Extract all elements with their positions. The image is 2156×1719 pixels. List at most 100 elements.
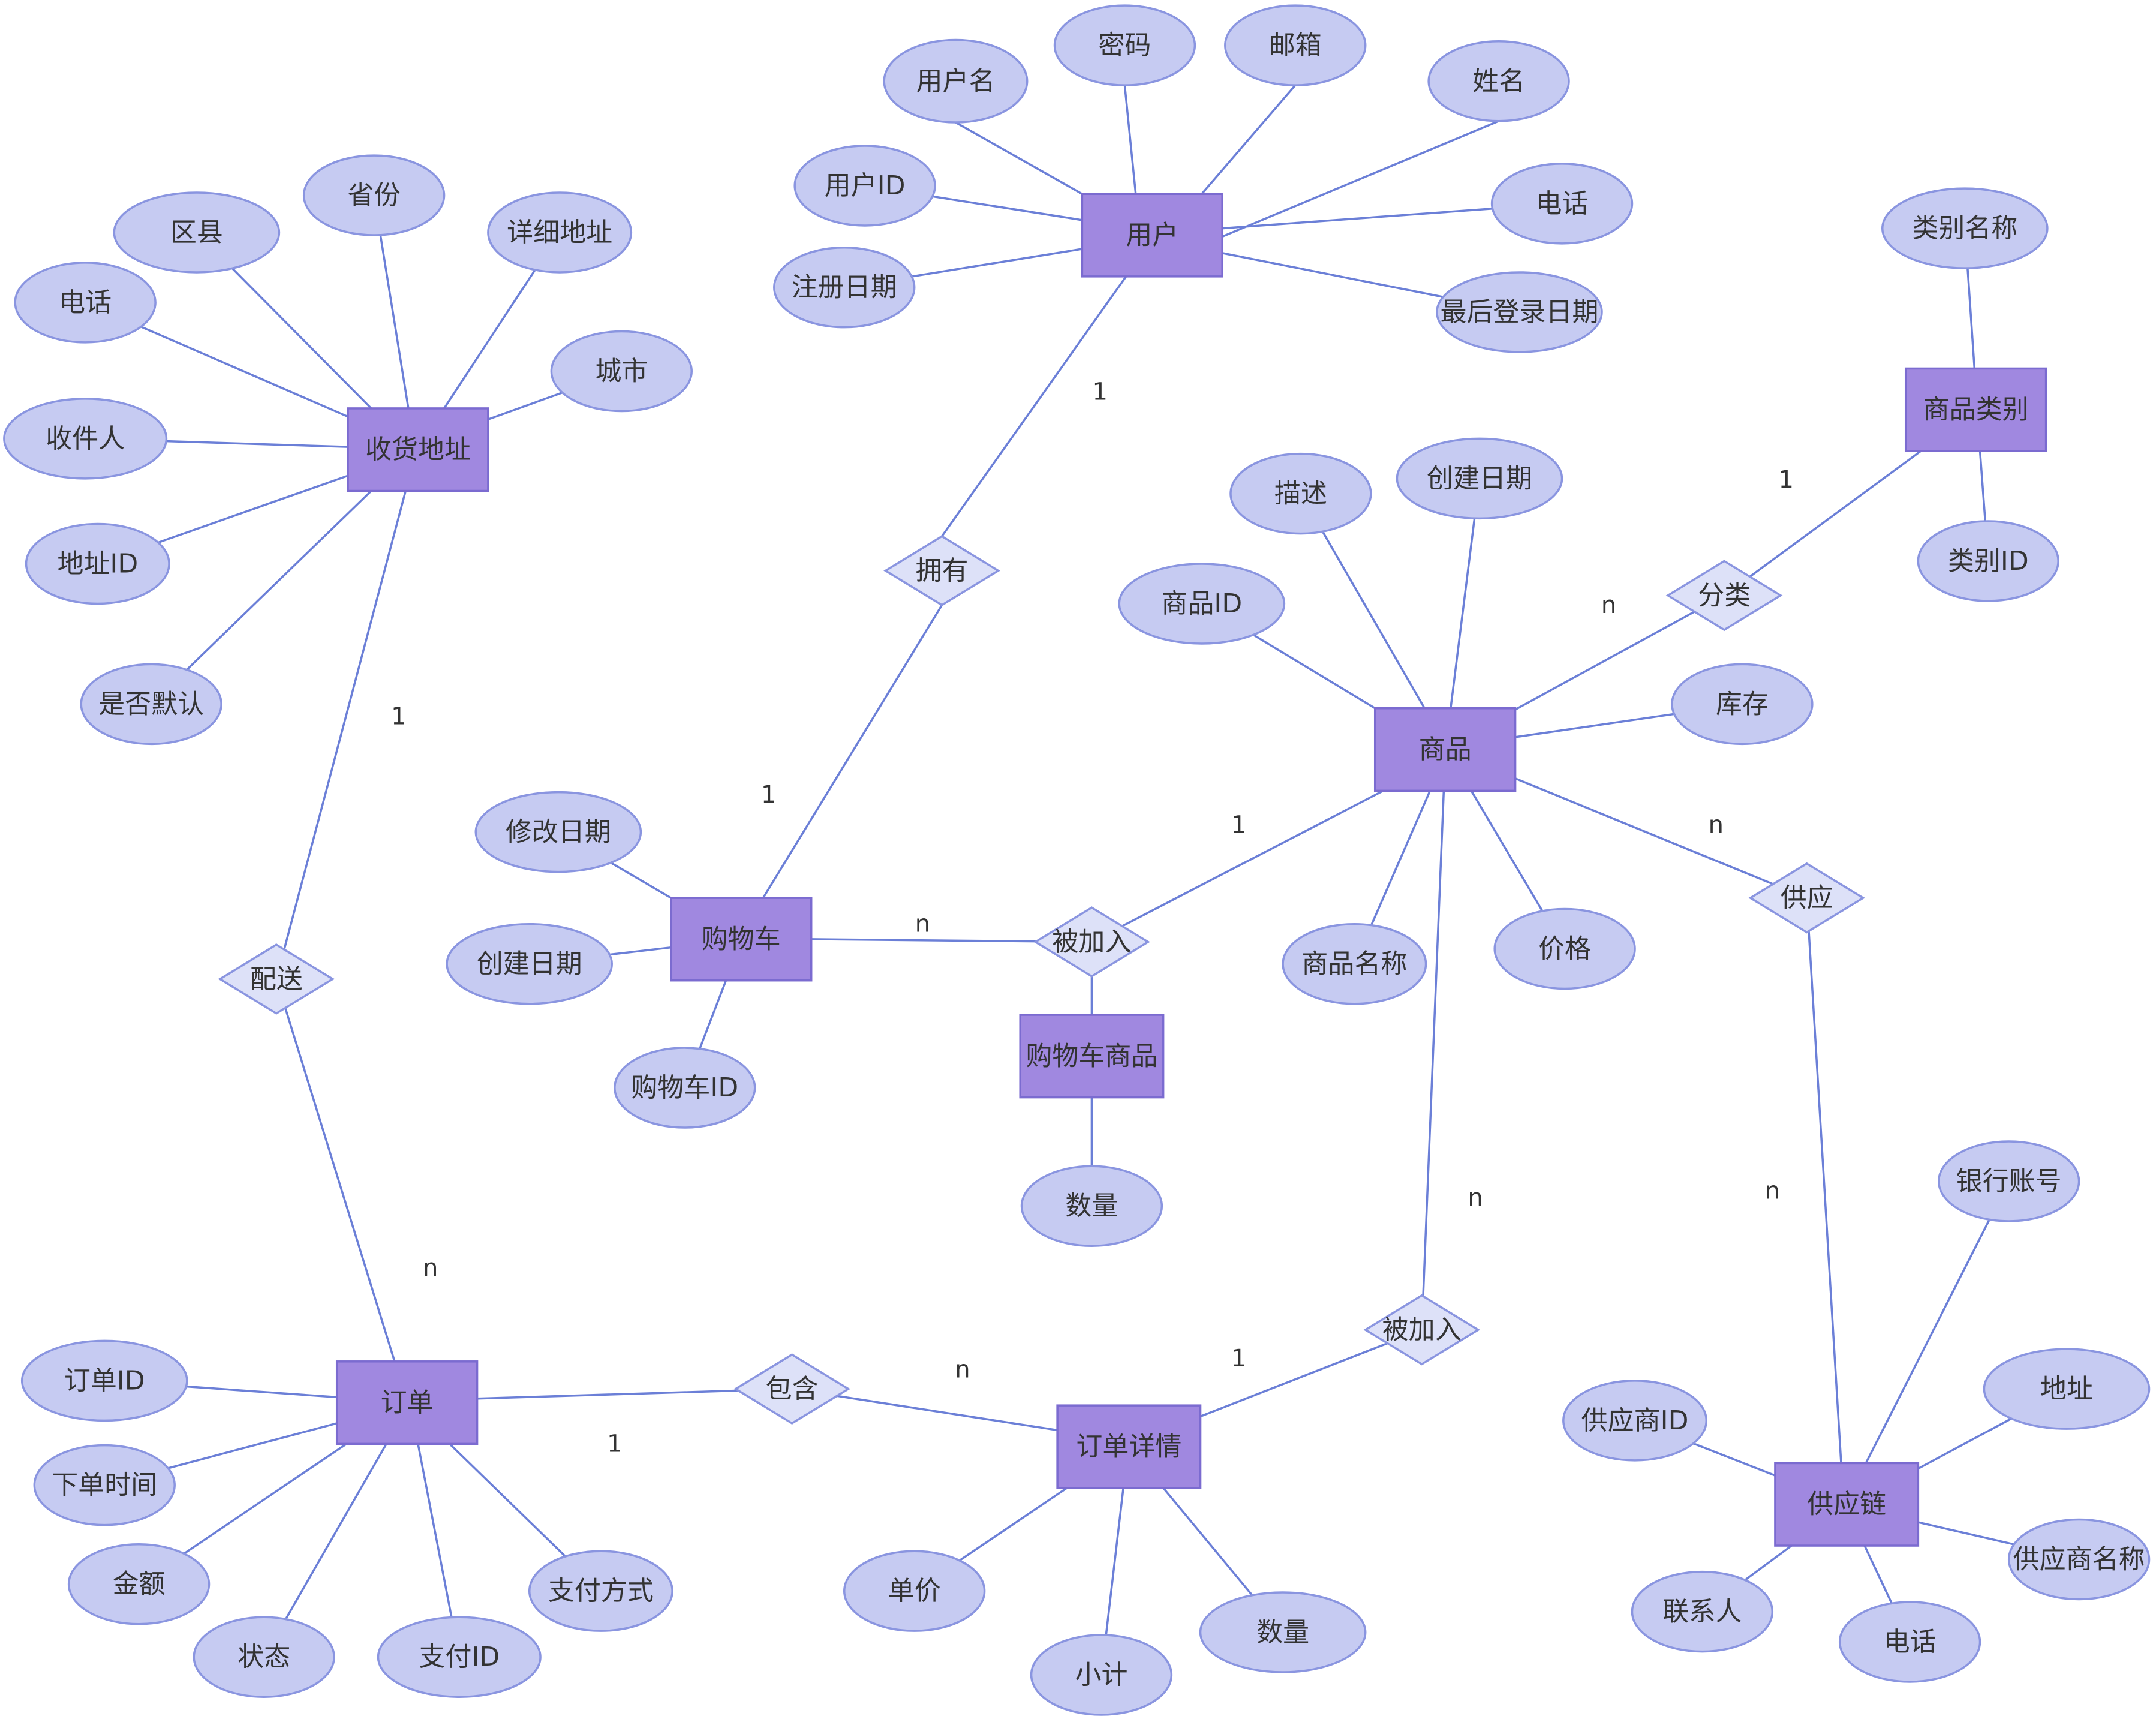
attribute-label: 银行账号 [1956, 1166, 2062, 1197]
attribute-p-desc[interactable]: 描述 [1229, 452, 1372, 535]
attribute-a-recv[interactable]: 收件人 [3, 398, 168, 480]
attribute-ellipse [2007, 1518, 2151, 1601]
attribute-ci-qty[interactable]: 数量 [1020, 1165, 1163, 1247]
attribute-a-phone[interactable]: 电话 [14, 262, 157, 344]
attribute-p-created[interactable]: 创建日期 [1396, 437, 1563, 520]
attribute-u-last[interactable]: 最后登录日期 [1436, 271, 1603, 353]
attribute-label: 库存 [1716, 689, 1769, 719]
attribute-ellipse [1224, 4, 1367, 86]
attribute-u-phone[interactable]: 电话 [1490, 163, 1634, 245]
attribute-s-contact[interactable]: 联系人 [1631, 1570, 1774, 1653]
attribute-a-district[interactable]: 区县 [113, 191, 281, 274]
attribute-s-addr[interactable]: 地址 [1983, 1348, 2151, 1430]
attribute-label: 注册日期 [792, 272, 897, 303]
connector-line [941, 275, 1127, 537]
cardinality-k-order-contain: 1 [607, 1430, 622, 1457]
attribute-a-id[interactable]: 地址ID [25, 522, 170, 605]
relationship-label: 被加入 [1052, 927, 1131, 957]
attribute-label: 商品名称 [1301, 949, 1407, 979]
entity-product[interactable]: 商品 [1373, 707, 1517, 792]
entity-user[interactable]: 用户 [1081, 193, 1223, 278]
entity-label: 收货地址 [365, 434, 471, 465]
attribute-u-mail[interactable]: 邮箱 [1224, 4, 1367, 86]
attribute-od-qty[interactable]: 数量 [1199, 1591, 1367, 1673]
attribute-o-amount[interactable]: 金额 [67, 1543, 211, 1625]
relationship-r-contain[interactable]: 包含 [733, 1353, 850, 1425]
attribute-u-real[interactable]: 姓名 [1427, 40, 1570, 122]
attribute-ellipse [1199, 1591, 1367, 1673]
attribute-o-id[interactable]: 订单ID [20, 1339, 188, 1422]
attribute-p-price[interactable]: 价格 [1493, 907, 1636, 990]
attribute-ellipse [1053, 4, 1196, 86]
attribute-o-time[interactable]: 下单时间 [33, 1444, 176, 1526]
attribute-ellipse [302, 154, 446, 236]
attribute-u-name[interactable]: 用户名 [883, 38, 1029, 124]
attribute-u-id[interactable]: 用户ID [793, 145, 936, 227]
entity-label: 供应链 [1807, 1489, 1886, 1520]
attribute-ellipse [1838, 1601, 1981, 1683]
cardinality-k-cat-classify: 1 [1779, 466, 1794, 494]
attribute-label: 用户ID [825, 170, 906, 201]
entity-cart[interactable]: 购物车 [670, 897, 813, 982]
attribute-label: 用户名 [916, 66, 995, 97]
attribute-od-price[interactable]: 单价 [843, 1550, 986, 1632]
attribute-label: 单价 [888, 1576, 941, 1606]
entity-order-detail[interactable]: 订单详情 [1056, 1404, 1202, 1489]
attribute-ca-id[interactable]: 购物车ID [614, 1047, 756, 1129]
entity-order[interactable]: 订单 [335, 1360, 479, 1445]
relationship-label: 供应 [1781, 883, 1833, 913]
attribute-o-status[interactable]: 状态 [193, 1616, 335, 1698]
attribute-ca-mod[interactable]: 修改日期 [474, 791, 642, 873]
attribute-ellipse [193, 1616, 335, 1698]
relationship-label: 包含 [766, 1374, 819, 1404]
relationship-r-own[interactable]: 拥有 [883, 535, 1000, 606]
cardinality-k-cart-own: 1 [761, 781, 776, 809]
attribute-label: 密码 [1098, 30, 1151, 61]
attribute-a-city[interactable]: 城市 [550, 330, 693, 413]
cardinality-k-detail-detailadd: 1 [1231, 1345, 1246, 1372]
connector-line [1201, 85, 1297, 195]
relationship-r-classify[interactable]: 分类 [1665, 560, 1783, 632]
attribute-p-id[interactable]: 商品ID [1118, 563, 1286, 645]
attribute-o-paymethod[interactable]: 支付方式 [528, 1550, 673, 1632]
attribute-a-default[interactable]: 是否默认 [80, 663, 222, 746]
attribute-label: 区县 [170, 217, 223, 248]
attribute-s-name[interactable]: 供应商名称 [2007, 1518, 2151, 1601]
relationship-r-deliver[interactable]: 配送 [218, 943, 335, 1015]
attribute-a-prov[interactable]: 省份 [302, 154, 446, 236]
attribute-c-name[interactable]: 类别名称 [1881, 187, 2049, 269]
entity-category[interactable]: 商品类别 [1904, 367, 2047, 452]
attribute-s-bank[interactable]: 银行账号 [1937, 1140, 2080, 1222]
attribute-ca-created[interactable]: 创建日期 [446, 922, 614, 1005]
entity-cart-item[interactable]: 购物车商品 [1019, 1014, 1165, 1099]
attribute-ellipse [614, 1047, 756, 1129]
attribute-u-pwd[interactable]: 密码 [1053, 4, 1196, 86]
attribute-ellipse [1881, 187, 2049, 269]
attribute-p-stock[interactable]: 库存 [1671, 663, 1814, 746]
attribute-label: 最后登录日期 [1440, 297, 1598, 327]
cardinality-k-prod-classify: n [1601, 591, 1616, 619]
attribute-s-phone[interactable]: 电话 [1838, 1601, 1981, 1683]
attribute-a-detail[interactable]: 详细地址 [487, 191, 633, 274]
attribute-od-sub[interactable]: 小计 [1030, 1634, 1173, 1716]
relationship-r-detail-add[interactable]: 被加入 [1363, 1294, 1481, 1366]
attribute-c-id[interactable]: 类别ID [1917, 520, 2059, 602]
relationship-r-supply[interactable]: 供应 [1748, 862, 1866, 934]
attribute-u-reg[interactable]: 注册日期 [773, 246, 916, 329]
cardinality-k-cart-cartadd: n [915, 910, 930, 938]
entity-supply[interactable]: 供应链 [1774, 1462, 1920, 1547]
attribute-o-payid[interactable]: 支付ID [377, 1616, 542, 1698]
attribute-s-id[interactable]: 供应商ID [1562, 1380, 1708, 1462]
attribute-label: 收件人 [46, 423, 125, 454]
connector-line [1514, 777, 1808, 899]
attribute-label: 下单时间 [52, 1470, 157, 1501]
relationship-r-cart-add[interactable]: 被加入 [1033, 906, 1150, 978]
attribute-label: 电话 [59, 287, 112, 318]
entity-address[interactable]: 收货地址 [347, 407, 489, 492]
entity-label: 购物车商品 [1026, 1041, 1157, 1071]
attribute-ellipse [377, 1616, 542, 1698]
attribute-label: 姓名 [1472, 66, 1525, 97]
relationship-diamond [218, 943, 335, 1015]
attribute-p-name[interactable]: 商品名称 [1282, 922, 1427, 1005]
relationship-diamond [1363, 1294, 1481, 1366]
